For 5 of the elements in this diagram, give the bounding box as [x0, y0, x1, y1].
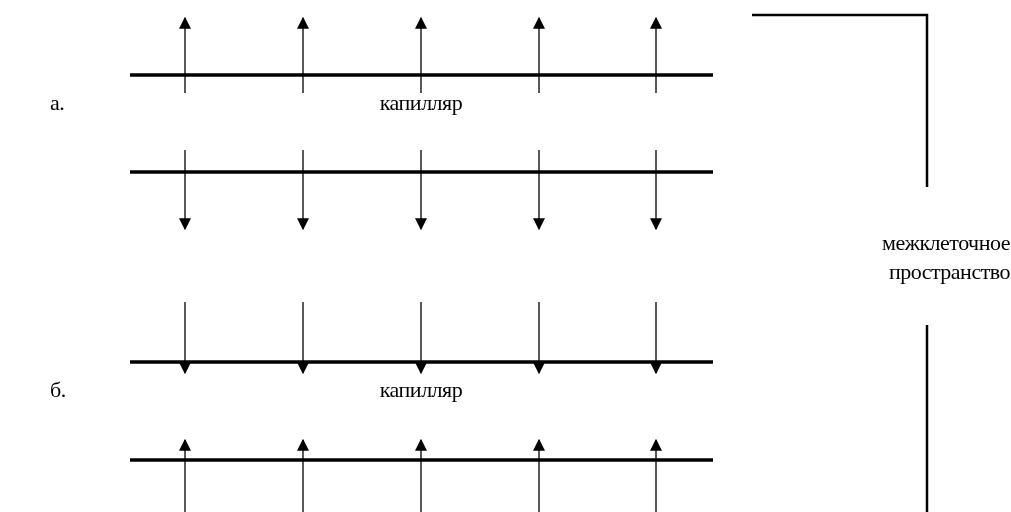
- panel-label: а.: [50, 89, 66, 117]
- capillary-label: капилляр: [378, 376, 464, 404]
- capillary-label: капилляр: [378, 89, 464, 117]
- panel-label: б.: [50, 376, 67, 404]
- space-label: межклеточное пространство: [881, 229, 1010, 286]
